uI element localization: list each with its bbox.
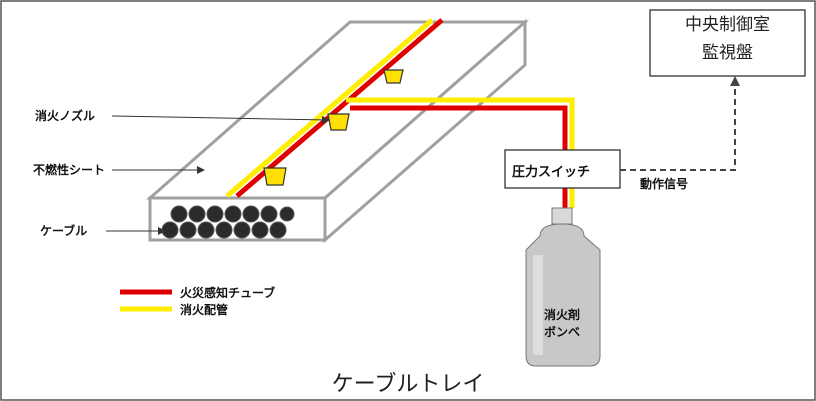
cable — [179, 221, 197, 239]
nozzle-pointer-arrow — [322, 116, 330, 124]
cable-pointer-arrow — [158, 227, 166, 235]
control-room-box — [649, 9, 806, 77]
nozzle-pointer-line — [111, 115, 329, 121]
cylinder-valve — [551, 207, 573, 225]
cable — [279, 206, 295, 222]
extinguishing-pipe-diagonal — [225, 18, 434, 198]
signal-line — [620, 80, 736, 171]
nozzle-top — [383, 69, 404, 84]
cable — [206, 205, 224, 223]
cylinder-label-line2: ボンベ — [544, 325, 581, 339]
nozzle-middle — [327, 113, 350, 131]
signal-arrow — [730, 76, 740, 86]
detection-tube-diagonal — [235, 18, 444, 198]
control-room-label-line1: 中央制御室 — [685, 15, 770, 35]
cable — [170, 205, 188, 223]
cable — [188, 205, 206, 223]
cable — [251, 221, 269, 239]
cylinder-highlight — [533, 255, 543, 355]
signal-label: 動作信号 — [640, 177, 689, 191]
cable — [161, 221, 179, 239]
cable — [260, 205, 278, 223]
control-room-label-line2: 監視盤 — [702, 43, 753, 63]
cylinder-label-line1: 消火剤 — [544, 308, 581, 322]
pressure-switch-label: 圧力スイッチ — [512, 165, 591, 180]
cable — [197, 221, 215, 239]
extinguisher-cylinder — [525, 223, 601, 367]
nozzle-bottom — [263, 167, 287, 186]
sheet-pointer-arrow — [197, 166, 205, 174]
legend-label-detection-tube: 火災感知チューブ — [180, 286, 276, 300]
legend-label-extinguishing-pipe: 消火配管 — [180, 303, 229, 317]
cable — [233, 221, 251, 239]
sheet-label: 不燃性シート — [33, 163, 106, 177]
cable — [269, 221, 287, 239]
cable-bundle — [161, 205, 295, 239]
cable-label: ケーブル — [40, 224, 88, 238]
diagram-caption: ケーブルトレイ — [331, 372, 485, 397]
cable — [242, 205, 260, 223]
nozzle-label: 消火ノズル — [35, 109, 96, 123]
pressure-switch-box — [504, 149, 621, 189]
cable — [224, 205, 242, 223]
cable — [215, 221, 233, 239]
